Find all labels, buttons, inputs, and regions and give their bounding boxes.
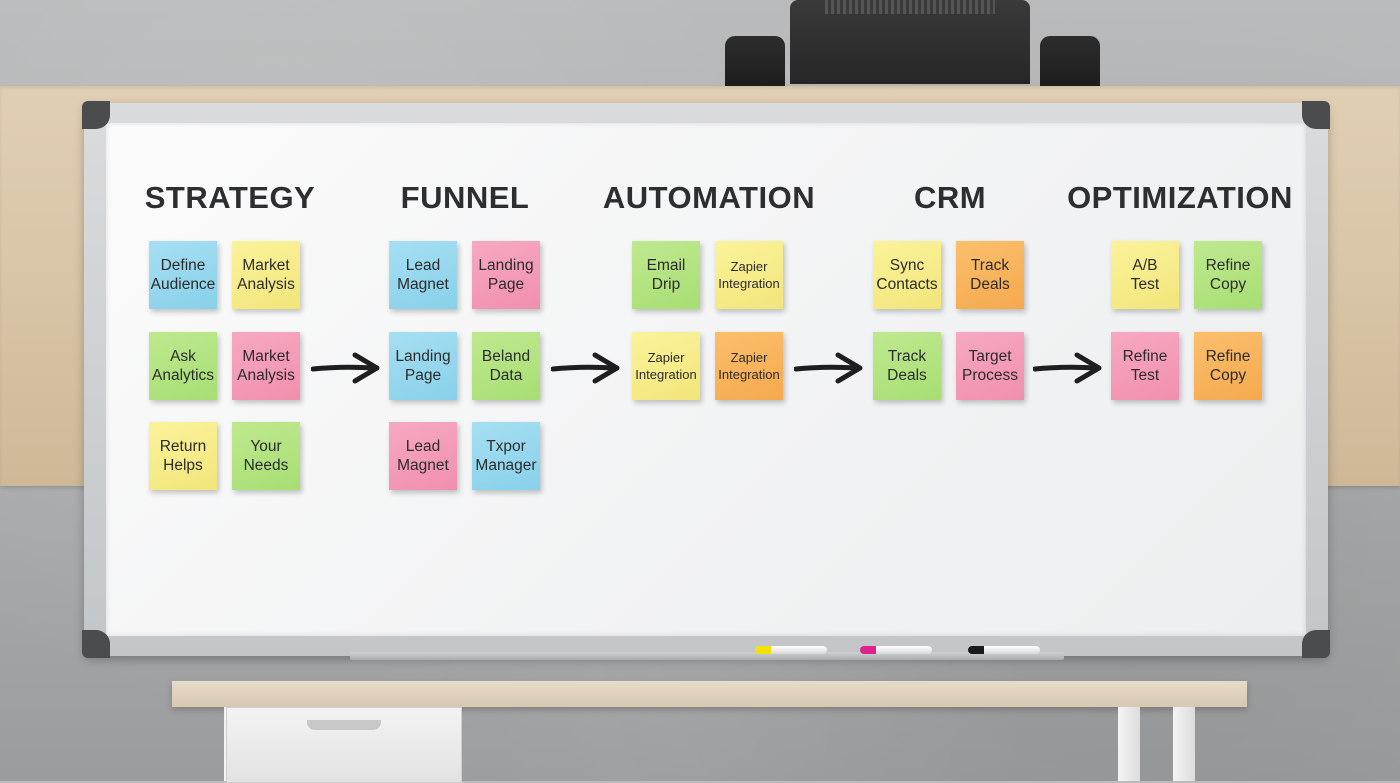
- chair-back: [790, 0, 1030, 84]
- arrow-right-icon: [311, 352, 380, 384]
- arrow-right-icon: [794, 352, 863, 384]
- frame-corner: [82, 630, 110, 658]
- column-title-funnel: FUNNEL: [400, 180, 530, 215]
- yellow-marker[interactable]: [755, 646, 827, 654]
- column-title-optimization: OPTIMIZATION: [1067, 180, 1293, 215]
- chair-left-arm: [725, 36, 785, 86]
- pink-marker[interactable]: [860, 646, 932, 654]
- marker-cap: [860, 646, 876, 654]
- arrow-right-icon: [1033, 352, 1102, 384]
- desk-drawer[interactable]: [226, 707, 462, 783]
- chair-mesh: [825, 0, 995, 14]
- drawer-handle[interactable]: [307, 720, 381, 730]
- whiteboard: [82, 101, 1330, 658]
- frame-corner: [82, 101, 110, 129]
- frame-corner: [1302, 630, 1330, 658]
- whiteboard-surface: [106, 123, 1306, 636]
- column-title-strategy: STRATEGY: [144, 180, 316, 215]
- office-chair: [725, 0, 1100, 86]
- black-marker[interactable]: [968, 646, 1040, 654]
- marker-cap: [755, 646, 771, 654]
- desk-leg: [1173, 707, 1195, 781]
- marker-tray: [350, 652, 1064, 660]
- desk-top: [172, 681, 1247, 707]
- column-title-crm: CRM: [913, 180, 987, 215]
- column-title-automation: AUTOMATION: [602, 180, 816, 215]
- frame-corner: [1302, 101, 1330, 129]
- arrow-right-icon: [551, 352, 620, 384]
- marker-cap: [968, 646, 984, 654]
- desk-leg: [1118, 707, 1140, 781]
- chair-right-arm: [1040, 36, 1100, 86]
